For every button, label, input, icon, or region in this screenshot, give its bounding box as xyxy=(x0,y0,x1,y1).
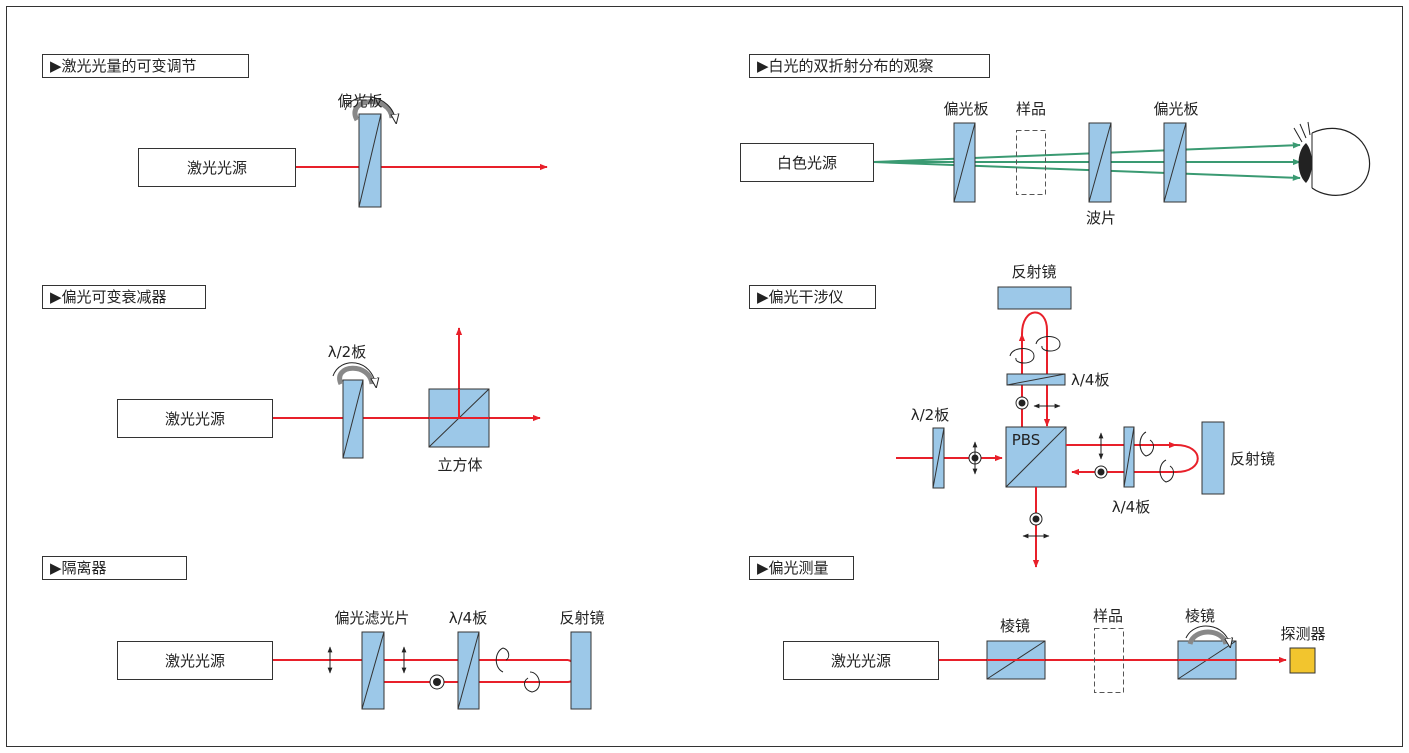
half-wave-label: λ/2板 xyxy=(911,406,949,424)
mirror-label: 反射镜 xyxy=(559,609,604,627)
half-wave-label: λ/2板 xyxy=(328,343,366,361)
section-interferometer: ▶偏光干涉仪 反射镜 λ/4板 PBS λ/2板 xyxy=(749,263,1275,568)
laser-source-box xyxy=(783,641,939,680)
quarter-wave-right-axis xyxy=(1123,426,1135,488)
half-wave-axis xyxy=(342,379,364,459)
mirror-right xyxy=(1201,421,1225,495)
quarter-wave-label: λ/4板 xyxy=(449,609,487,627)
rotation-arrow-icon xyxy=(1185,625,1230,646)
half-wave-axis xyxy=(932,427,945,489)
section-title: ▶偏光测量 xyxy=(757,559,829,577)
polarizer-axis xyxy=(358,113,382,208)
mirror xyxy=(570,631,592,710)
prism-2-label: 棱镜 xyxy=(1185,607,1215,625)
green-beam-lower xyxy=(873,161,1301,181)
circular-polarization-icon xyxy=(1139,431,1154,457)
section-title-box xyxy=(749,556,854,580)
circular-polarization-icon xyxy=(1159,459,1174,483)
section-title-box xyxy=(749,54,990,78)
rotation-arrow-icon xyxy=(344,96,396,122)
section-title-box xyxy=(42,556,187,580)
circular-polarization-icon xyxy=(1009,348,1035,364)
section-birefringence: ▶白光的双折射分布的观察 白色光源 偏光板 样品 波片 偏光板 xyxy=(740,54,1371,227)
polarization-dot-icon xyxy=(1097,468,1105,476)
filter-label: 偏光滤光片 xyxy=(334,609,409,627)
section-title: ▶隔离器 xyxy=(50,559,107,577)
section-title-box xyxy=(42,285,206,309)
laser-source-box xyxy=(117,641,273,680)
cube-label: 立方体 xyxy=(437,456,482,474)
laser-source-label: 激光光源 xyxy=(165,410,225,428)
white-source-box xyxy=(740,143,874,182)
section-attenuator: ▶偏光可变衰减器 激光光源 λ/2板 立方体 xyxy=(42,285,541,474)
white-source-label: 白色光源 xyxy=(777,154,837,172)
laser-source-label: 激光光源 xyxy=(165,652,225,670)
polarizer-1-axis xyxy=(953,122,976,203)
laser-source-box xyxy=(138,148,296,187)
section-title: ▶偏光可变衰减器 xyxy=(50,288,167,306)
quarter-wave-top-label: λ/4板 xyxy=(1071,371,1109,389)
sample-box xyxy=(1016,130,1046,195)
polarizer-label: 偏光板 xyxy=(337,92,382,110)
sample-label: 样品 xyxy=(1016,100,1046,118)
pbs-diagonal xyxy=(1005,426,1067,488)
wave-plate-label: 波片 xyxy=(1086,209,1116,227)
return-loop-top xyxy=(1021,311,1048,335)
section-isolator: ▶隔离器 激光光源 偏光滤光片 λ/4板 反射镜 xyxy=(42,556,605,710)
wave-plate-axis xyxy=(1088,122,1112,203)
polarization-dot-icon xyxy=(1032,515,1040,523)
filter-axis xyxy=(361,631,385,710)
quarter-wave-right-label: λ/4板 xyxy=(1112,498,1150,516)
polarization-dot-icon xyxy=(1018,399,1026,407)
polarization-dot-icon xyxy=(433,678,441,686)
rotation-icon xyxy=(352,99,395,122)
section-laser-variable: ▶激光光量的可变调节 激光光源 偏光板 xyxy=(42,54,548,208)
prism-1-label: 棱镜 xyxy=(1000,617,1030,635)
outer-frame xyxy=(6,6,1403,747)
laser-source-label: 激光光源 xyxy=(831,652,891,670)
pbs-label: PBS xyxy=(1012,431,1041,449)
circular-polarization-icon xyxy=(1035,336,1061,352)
polarizer-1-label: 偏光板 xyxy=(943,100,988,118)
section-title: ▶偏光干涉仪 xyxy=(757,288,844,306)
return-loop-right xyxy=(1175,444,1199,473)
mirror-right-label: 反射镜 xyxy=(1230,450,1275,468)
section-measurement: ▶偏光测量 激光光源 棱镜 样品 棱镜 探测器 xyxy=(749,556,1326,693)
polarizer-2-axis xyxy=(1163,122,1187,203)
polarizer-2-label: 偏光板 xyxy=(1153,100,1198,118)
detector-label: 探测器 xyxy=(1280,625,1325,643)
sample-box xyxy=(1094,628,1124,693)
circular-polarization-icon xyxy=(524,671,540,693)
section-title-box xyxy=(42,54,249,78)
circular-polarization-icon xyxy=(495,647,510,673)
green-beam-upper xyxy=(873,142,1301,163)
laser-source-label: 激光光源 xyxy=(187,159,247,177)
quarter-wave-axis xyxy=(457,631,480,710)
mirror-top xyxy=(997,286,1072,310)
quarter-wave-top-axis xyxy=(1006,373,1066,386)
section-title: ▶激光光量的可变调节 xyxy=(50,57,197,75)
rotation-arrow-icon xyxy=(332,362,376,386)
eye-icon xyxy=(1293,121,1371,196)
laser-source-box xyxy=(117,399,273,438)
sample-label: 样品 xyxy=(1093,607,1123,625)
detector xyxy=(1289,647,1316,674)
section-title-box xyxy=(749,285,876,309)
section-title: ▶白光的双折射分布的观察 xyxy=(757,57,934,75)
mirror-top-label: 反射镜 xyxy=(1011,263,1056,281)
